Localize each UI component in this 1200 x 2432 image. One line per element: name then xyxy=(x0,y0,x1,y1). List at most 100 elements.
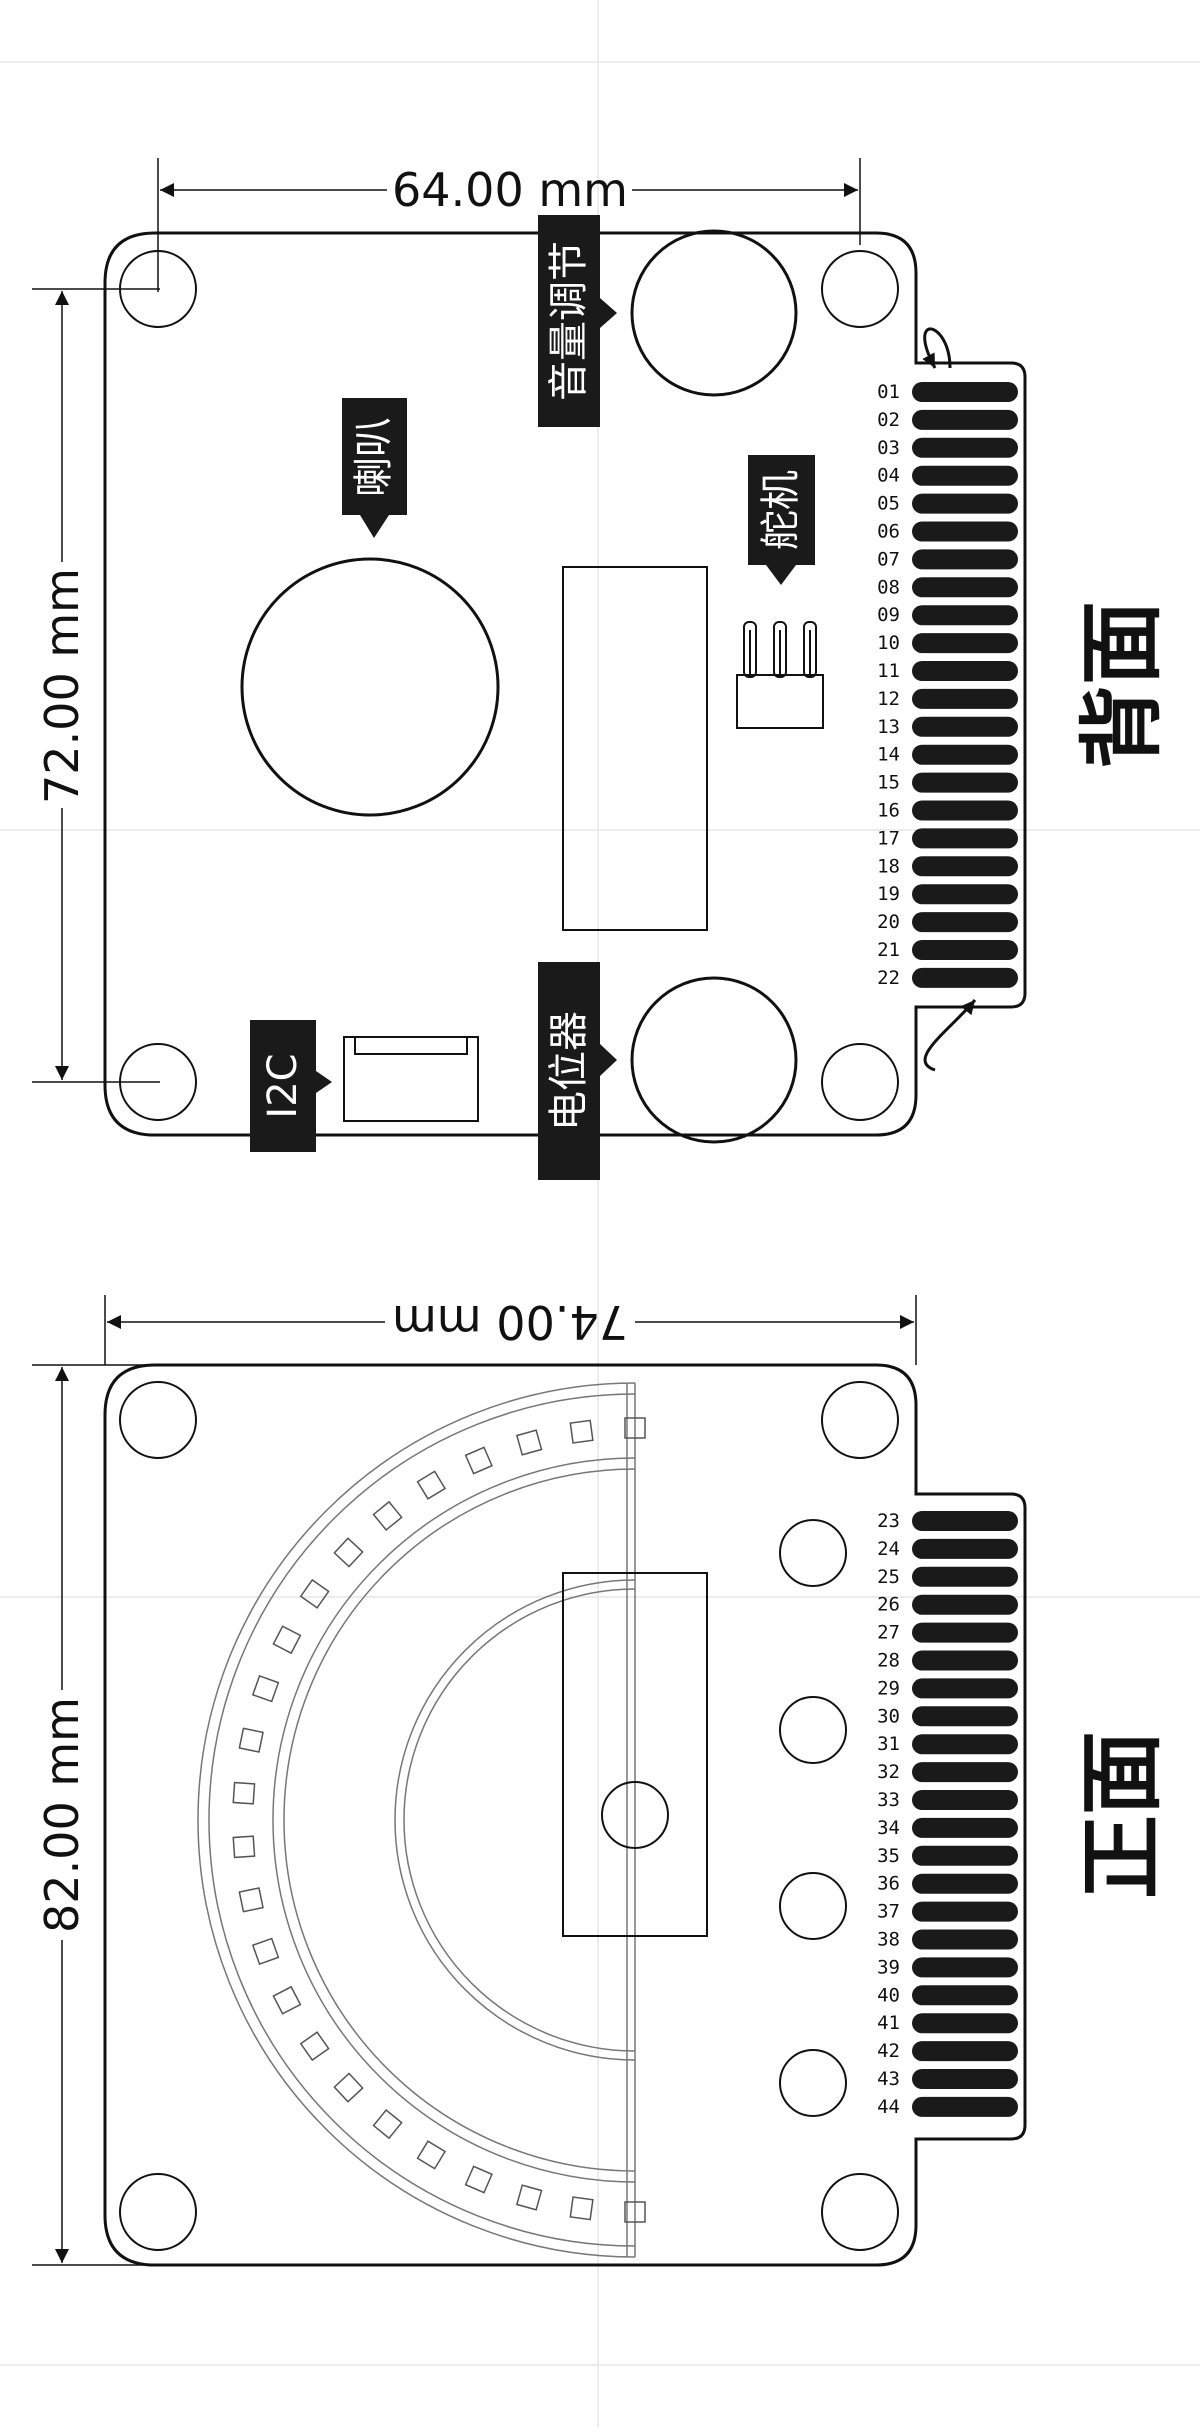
back-width-dimension xyxy=(157,158,861,292)
front-edge-connector: 2324252627282930313233343536373839404142… xyxy=(877,1510,1018,2118)
mount-hole xyxy=(821,2173,899,2251)
button xyxy=(779,1696,847,1764)
back-pin-pad xyxy=(912,716,1018,737)
front-pin-label: 24 xyxy=(877,1538,900,1560)
back-pin-label: 03 xyxy=(877,437,900,459)
front-pin-label: 26 xyxy=(877,1594,900,1616)
front-pin-label: 42 xyxy=(877,2040,900,2062)
front-pin-pad xyxy=(912,1734,1018,1755)
front-pin-label: 30 xyxy=(877,1705,900,1727)
back-pin-pad xyxy=(912,772,1018,793)
back-pin-pad xyxy=(912,912,1018,933)
back-pin-pad xyxy=(912,382,1018,402)
tag-servo: 舵机 xyxy=(748,455,815,585)
back-width-label: 64.00 mm xyxy=(392,163,628,217)
back-pin-label: 16 xyxy=(877,800,900,822)
front-pin-pad xyxy=(912,1622,1018,1643)
back-pin-label: 18 xyxy=(877,855,900,877)
back-pin-pad xyxy=(912,437,1018,458)
led-square xyxy=(251,1937,280,1966)
back-board-outline xyxy=(103,231,1027,1137)
back-pin-label: 14 xyxy=(877,744,900,766)
led-square xyxy=(515,2184,543,2211)
tag-volume-label: 音量调节 xyxy=(546,241,592,401)
led-square xyxy=(372,1500,403,1532)
front-height-dimension xyxy=(32,1364,160,2266)
led-square xyxy=(333,1537,364,1568)
button xyxy=(779,1519,847,1587)
led-square xyxy=(464,1446,493,1475)
led-square xyxy=(569,1419,594,1444)
front-pin-pad xyxy=(912,1929,1018,1950)
back-pin-label: 10 xyxy=(877,632,900,654)
front-pin-label: 25 xyxy=(877,1566,900,1588)
led-square xyxy=(238,1887,264,1913)
front-side-title: 正面 xyxy=(1073,1731,1171,1899)
volume-knob xyxy=(630,229,798,397)
led-square xyxy=(238,1727,264,1753)
led-square xyxy=(569,2196,594,2221)
front-pin-label: 29 xyxy=(877,1677,900,1699)
front-pin-label: 40 xyxy=(877,1984,900,2006)
back-height-label: 72.00 mm xyxy=(35,568,89,804)
back-pin-label: 20 xyxy=(877,911,900,933)
back-pin-pad xyxy=(912,605,1018,626)
front-pin-pad xyxy=(912,1511,1018,1531)
led-square xyxy=(624,1417,646,1439)
front-pin-pad xyxy=(912,1538,1018,1559)
front-pin-label: 36 xyxy=(877,1873,900,1895)
button xyxy=(779,2049,847,2117)
back-pin-label: 09 xyxy=(877,604,900,626)
back-pin-label: 05 xyxy=(877,493,900,515)
back-pin-label: 15 xyxy=(877,772,900,794)
tag-i2c-label: I2C xyxy=(260,1053,306,1118)
back-pin-label: 01 xyxy=(877,381,900,403)
led-square xyxy=(372,2108,403,2140)
back-pin-pad xyxy=(912,828,1018,849)
back-pin-pad xyxy=(912,856,1018,877)
front-pin-label: 33 xyxy=(877,1789,900,1811)
front-width-dimension xyxy=(104,1295,917,1365)
mount-hole xyxy=(821,1043,899,1121)
front-pin-label: 39 xyxy=(877,1956,900,1978)
tag-speaker: 喇叭 xyxy=(342,398,407,538)
front-pin-label: 28 xyxy=(877,1650,900,1672)
led-ring xyxy=(197,1382,636,2258)
flip-arrow-icon xyxy=(923,999,977,1072)
back-side-title: 背面 xyxy=(1073,601,1171,769)
led-square xyxy=(251,1674,280,1703)
tag-potentiometer: 电位器 xyxy=(538,962,617,1180)
front-pin-pad xyxy=(912,1873,1018,1894)
back-pin-label: 08 xyxy=(877,576,900,598)
led-square xyxy=(232,1835,256,1859)
back-pin-pad xyxy=(912,493,1018,514)
front-pin-pad xyxy=(912,1790,1018,1810)
back-edge-connector: 0102030405060708091011121314151617181920… xyxy=(877,381,1018,989)
front-pin-pad xyxy=(912,2096,1018,2117)
tag-servo-label: 舵机 xyxy=(758,470,804,550)
i2c-connector xyxy=(343,1036,479,1122)
front-component-box xyxy=(562,1572,708,1937)
front-pin-pad xyxy=(912,1678,1018,1699)
back-pin-pad xyxy=(912,409,1018,430)
back-pin-pad xyxy=(912,800,1018,821)
back-pin-label: 19 xyxy=(877,883,900,905)
back-pin-pad xyxy=(912,884,1018,905)
led-square xyxy=(272,1625,302,1655)
mount-hole xyxy=(821,250,899,328)
led-square xyxy=(624,2201,646,2223)
back-pin-pad xyxy=(912,688,1018,709)
front-pin-label: 35 xyxy=(877,1845,900,1867)
front-pin-pad xyxy=(912,2069,1018,2089)
front-width-label: 74.00 mm xyxy=(392,1295,628,1349)
led-square xyxy=(464,2165,493,2194)
back-pin-pad xyxy=(912,465,1018,486)
front-pin-label: 32 xyxy=(877,1761,900,1783)
front-pin-label: 44 xyxy=(877,2096,900,2118)
led-square xyxy=(232,1781,256,1805)
speaker xyxy=(240,557,500,817)
front-pin-label: 34 xyxy=(877,1817,900,1839)
back-pin-pad xyxy=(912,661,1018,681)
